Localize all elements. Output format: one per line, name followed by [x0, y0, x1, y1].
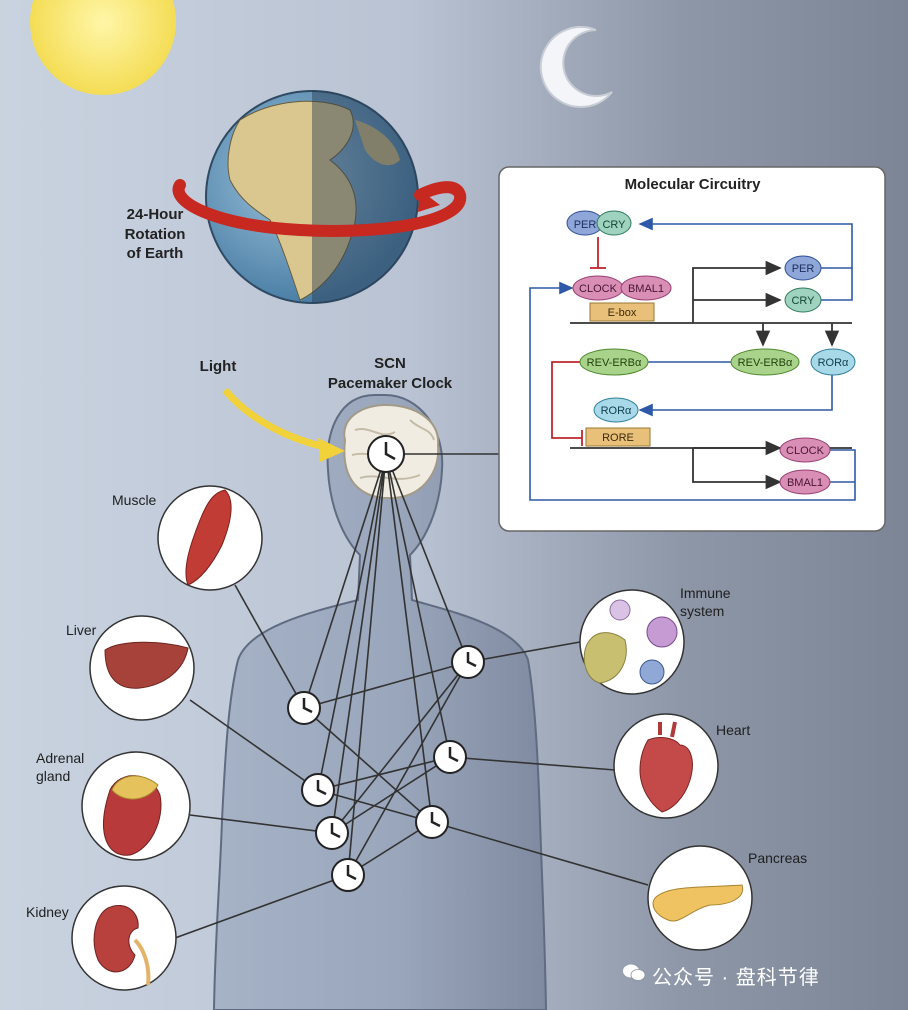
human-body [212, 394, 548, 1010]
liver-label: Liver [66, 622, 97, 638]
moon-icon [539, 25, 613, 108]
heart-icon [613, 713, 719, 819]
clock-label: CLOCK [579, 283, 618, 295]
bmal1-label: BMAL1 [628, 283, 664, 295]
watermark: 公众号 · 盘科节律 [652, 967, 820, 989]
per-output-label: PER [792, 263, 815, 275]
light-arrow [222, 387, 331, 452]
heart-label: Heart [716, 722, 751, 738]
clock-bmal1-complex: CLOCK BMAL1 [572, 275, 672, 301]
adrenal-gland-label: Adrenal gland [36, 750, 85, 784]
scn-label: SCN Pacemaker Clock [327, 355, 453, 392]
per-cry-complex: PER CRY [566, 210, 632, 236]
ror-right-label: RORα [818, 357, 849, 369]
bmal1-output-label: BMAL1 [787, 477, 823, 489]
light-label: Light [199, 358, 237, 375]
scn-clock-icon [367, 435, 405, 473]
clock-icon [415, 805, 449, 839]
immune-system-label: Immune system [680, 585, 731, 619]
ebox-label: E-box [608, 307, 637, 319]
pancreas-icon [647, 845, 753, 951]
wechat-icon [623, 964, 646, 981]
ror-right [810, 348, 856, 376]
ror-left-label: RORα [601, 405, 632, 417]
rev-erb-mid-label: REV-ERBα [738, 357, 793, 369]
kidney-icon [71, 885, 177, 991]
cry-output-label: CRY [791, 295, 815, 307]
ror-left [593, 397, 639, 423]
cry-label: CRY [602, 219, 626, 231]
earth-icon [172, 90, 467, 304]
bmal1-output [779, 469, 831, 495]
ebox-element [589, 302, 655, 322]
clock-output-label: CLOCK [786, 445, 825, 457]
rev-erb-left-label: REV-ERBα [587, 357, 642, 369]
clock-icon [315, 816, 349, 850]
clock-icon [451, 645, 485, 679]
molecular-circuitry-title: Molecular Circuitry [624, 176, 761, 193]
muscle-icon [157, 485, 263, 591]
rore-element [585, 427, 651, 447]
rore-label: RORE [602, 432, 634, 444]
adrenal-gland-icon [81, 751, 191, 861]
clock-icon [301, 773, 335, 807]
clock-output [779, 437, 831, 463]
sun-icon [30, 0, 176, 95]
clock-connections [174, 453, 649, 939]
cry-output [784, 287, 822, 313]
clock-icon [433, 740, 467, 774]
muscle-label: Muscle [112, 492, 157, 508]
liver-icon [89, 615, 195, 721]
clock-icon [331, 858, 365, 892]
clock-icon [287, 691, 321, 725]
pancreas-label: Pancreas [748, 850, 808, 866]
kidney-label: Kidney [26, 904, 69, 920]
per-label: PER [574, 219, 597, 231]
immune-system-icon [579, 589, 685, 695]
rotation-label: 24-Hour Rotation of Earth [124, 206, 186, 262]
per-output [784, 255, 822, 281]
rev-erb-left [579, 348, 649, 376]
rev-erb-mid [730, 348, 800, 376]
